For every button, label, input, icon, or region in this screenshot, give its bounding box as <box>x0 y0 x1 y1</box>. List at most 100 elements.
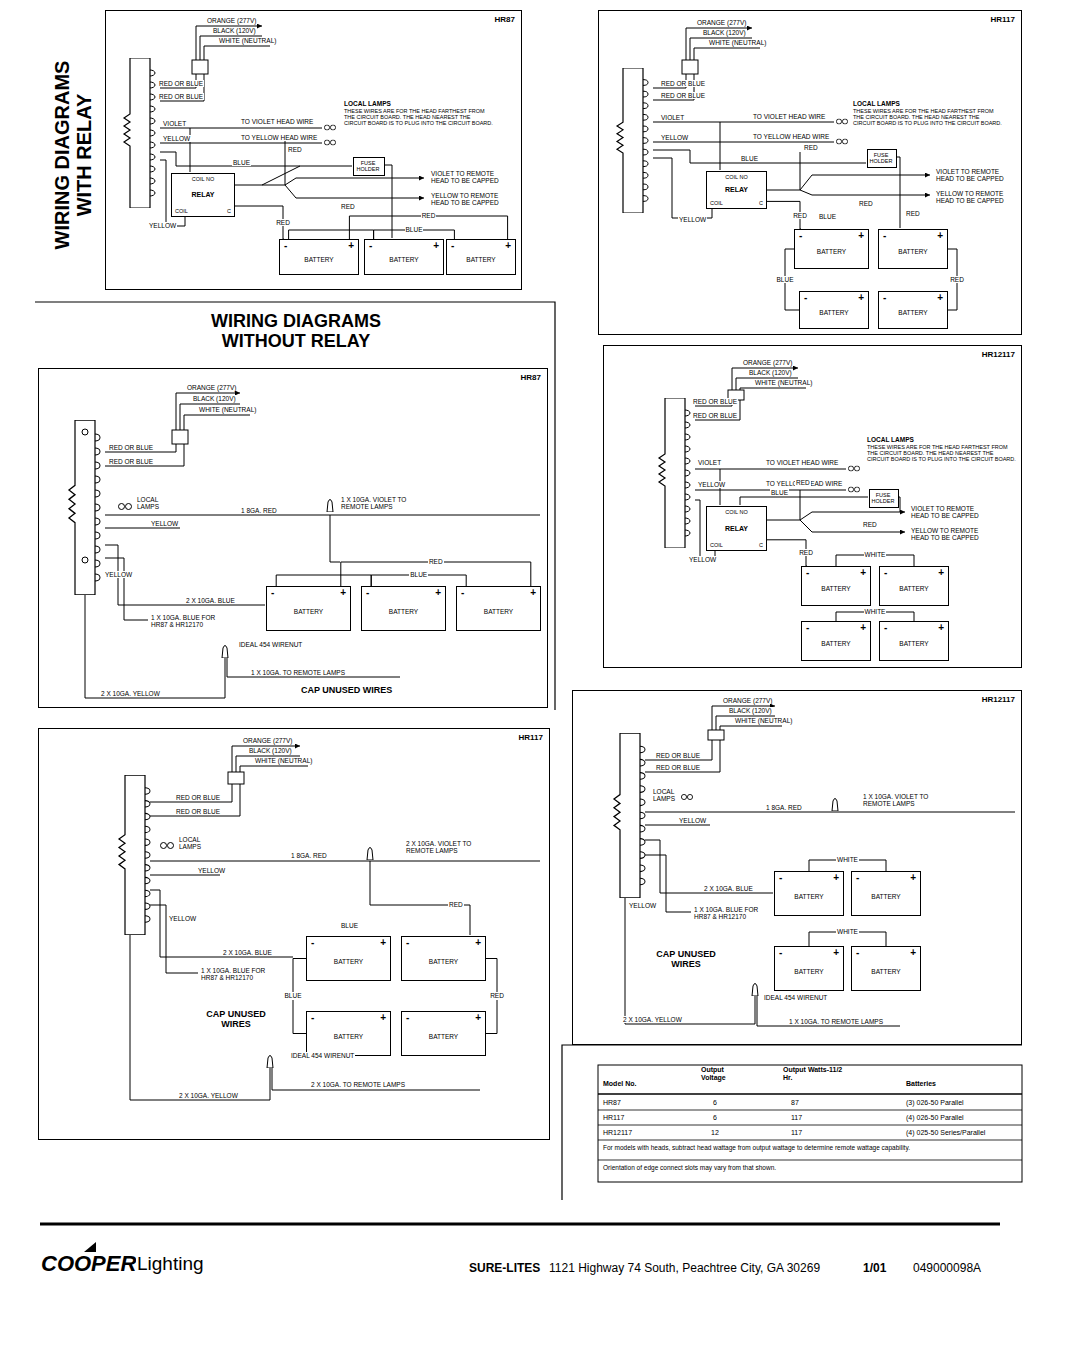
symbol-instance <box>681 794 692 799</box>
wire-label: RED <box>905 210 921 217</box>
wire-label: BLACK (120V) <box>702 29 747 36</box>
wire-label: BLUE <box>409 571 428 578</box>
relay-text: COIL NO <box>172 176 234 182</box>
symbol-instance <box>324 140 335 145</box>
battery-label: BATTERY <box>899 640 928 647</box>
battery-label: BATTERY <box>821 640 850 647</box>
terminal-sign: + <box>910 947 916 958</box>
footer-text: SURE-LITES <box>468 1262 541 1275</box>
wire-label: 2 X 10GA. BLUE <box>222 949 273 956</box>
wire-label: 2 X 10GA. TO REMOTE LAMPS <box>310 1081 406 1088</box>
wire-label: THESE WIRES ARE FOR THE HEAD FARTHEST FR… <box>343 108 495 126</box>
wire-label: VIOLET <box>697 459 722 466</box>
symbol-instance <box>222 646 228 659</box>
table-cell: For models with heads, subtract head wat… <box>602 1144 911 1151</box>
battery-box: -+BATTERY <box>801 621 871 661</box>
battery-label: BATTERY <box>817 248 846 255</box>
wire-label: 2 X 10GA. YELLOW <box>622 1016 683 1023</box>
wire-line <box>645 740 720 772</box>
wire-label: BLUE <box>405 226 424 233</box>
wire-label: ORANGE (277V) <box>206 17 258 24</box>
relay-text: RELAY <box>172 191 234 199</box>
table-cell: (4) 026-50 Parallel <box>905 1114 965 1122</box>
battery-label: BATTERY <box>334 958 363 965</box>
wire-label: RED <box>275 219 291 226</box>
wire-label: 2 X 10GA. YELLOW <box>100 690 161 697</box>
symbol-instance <box>836 139 847 144</box>
panel-b-wiring <box>617 28 930 228</box>
connector-block <box>172 430 188 444</box>
footer-text: COOPER <box>40 1252 137 1276</box>
battery-box: -+BATTERY <box>774 871 844 916</box>
wire-line <box>695 469 900 558</box>
battery-label: BATTERY <box>821 585 850 592</box>
terminal-sign: + <box>505 240 511 251</box>
wire-label: LOCAL LAMPS <box>178 836 206 850</box>
wire-label: YELLOW <box>148 222 177 229</box>
wire-label: LOCAL LAMPS <box>136 496 164 510</box>
wire-label: BLACK (120V) <box>748 369 793 376</box>
table-cell: 12 <box>710 1129 720 1137</box>
wire-label: YELLOW <box>660 134 689 141</box>
wire-label: ORANGE (277V) <box>696 19 748 26</box>
wire-label: YELLOW <box>697 481 726 488</box>
wire-label: RED <box>862 521 878 528</box>
battery-box: -+BATTERY <box>878 291 948 329</box>
panel-e-wiring <box>119 746 540 1100</box>
fuse-holder: FUSE HOLDER <box>353 157 385 176</box>
table-cell: Output Watts-11/2 Hr. <box>782 1066 846 1081</box>
table-cell: Batteries <box>905 1080 937 1088</box>
connector-block <box>598 1065 1022 1182</box>
symbol-instance <box>848 466 859 471</box>
terminal-sign: - <box>311 937 314 948</box>
wire-label: YELLOW <box>150 520 179 527</box>
terminal-sign: - <box>779 872 782 883</box>
terminal-sign: - <box>799 230 802 241</box>
wire-label: RED OR BLUE <box>692 398 738 405</box>
wire-line <box>130 861 540 1100</box>
wire-label: WHITE (NEUTRAL) <box>254 757 313 764</box>
battery-box: -+BATTERY <box>401 1011 486 1056</box>
wire-label: 2 X 10GA. YELLOW <box>178 1092 239 1099</box>
wire-label: RED OR BLUE <box>158 93 204 100</box>
battery-wire <box>276 575 371 586</box>
wire-line <box>598 1110 1022 1160</box>
wire-label: RED OR BLUE <box>660 92 706 99</box>
model-name: HR12117 <box>982 696 1015 705</box>
board-marker <box>82 429 88 435</box>
wire-label: RED <box>803 144 819 151</box>
connector-block <box>682 60 698 74</box>
wire-label: RED OR BLUE <box>655 752 701 759</box>
panel-d-wiring <box>659 368 905 558</box>
relay-text: COIL <box>710 542 723 548</box>
wire-label: WHITE <box>836 928 859 935</box>
wire-label: 1 X 10GA. BLUE FOR HR87 & HR12170 <box>150 614 226 628</box>
wire-label: BLUE <box>770 489 789 496</box>
wire-label: RED <box>949 276 965 283</box>
wire-label: RED OR BLUE <box>108 444 154 451</box>
panel-c-wiring <box>35 302 555 710</box>
wire-label: LOCAL LAMPS <box>852 100 901 107</box>
wire-label: BLACK (120V) <box>212 27 257 34</box>
battery-box: -+BATTERY <box>266 586 351 631</box>
battery-label: BATTERY <box>429 1033 458 1040</box>
terminal-sign: - <box>451 240 454 251</box>
wire-label: BLUE <box>232 159 251 166</box>
battery-box: -+BATTERY <box>364 239 444 275</box>
battery-label: BATTERY <box>484 608 513 615</box>
relay-box: COIL NORELAYCOILC <box>706 506 767 551</box>
wire-label: TO YELLOW HEAD WIRE <box>752 133 830 140</box>
symbol-instance <box>161 843 174 849</box>
symbol-instance <box>327 500 333 513</box>
symbol-instance <box>124 58 155 208</box>
diagram-panel: HR117-+BATTERY-+BATTERY-+BATTERY-+BATTER… <box>38 728 550 1140</box>
terminal-sign: - <box>406 937 409 948</box>
wire-line <box>176 393 240 394</box>
wire-line <box>598 1093 1022 1095</box>
wire-label: 2 X 10GA. BLUE <box>703 885 754 892</box>
terminal-sign: + <box>380 937 386 948</box>
footer-rule <box>40 1223 1000 1226</box>
panel-a-wiring <box>124 26 424 238</box>
